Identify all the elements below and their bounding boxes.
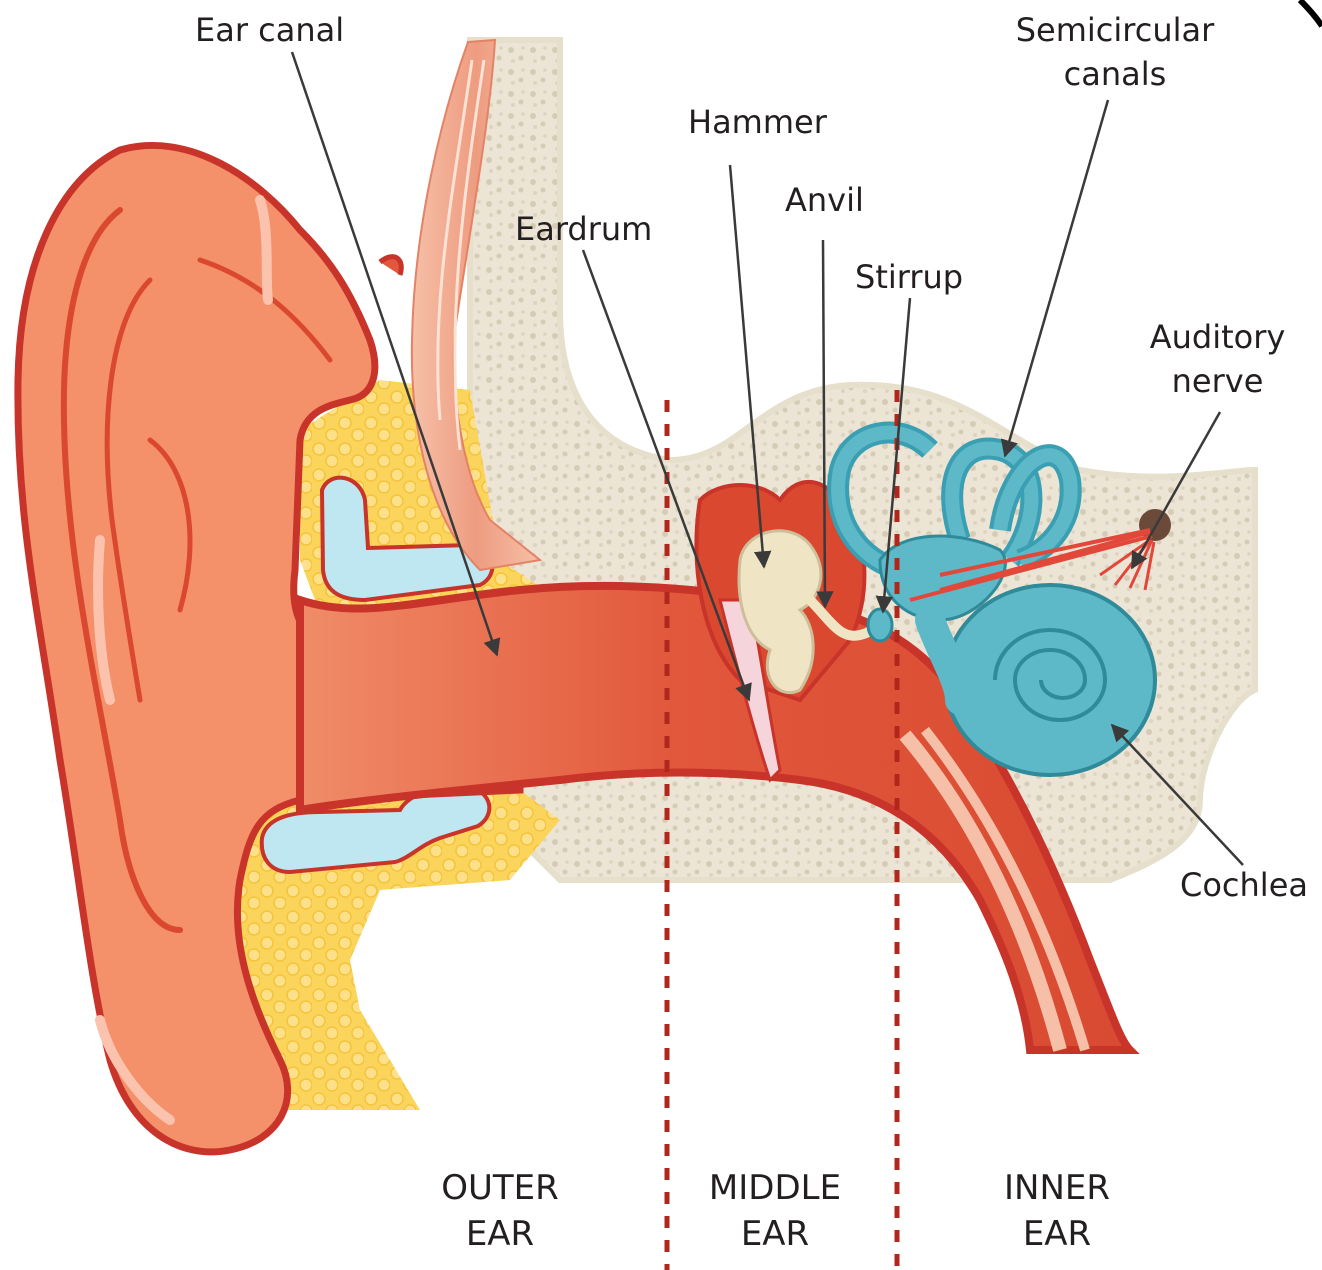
label-semicircular-canals: Semicircular canals [1010,8,1220,96]
label-hammer: Hammer [688,100,827,144]
zone-inner-ear: INNER EAR [977,1165,1137,1257]
corner-mark [1300,0,1322,26]
label-auditory-nerve-line1: Auditory [1135,315,1300,359]
zone-outer-ear: OUTER EAR [420,1165,580,1257]
zone-middle-ear: MIDDLE EAR [695,1165,855,1257]
zone-middle-ear-line1: MIDDLE [695,1165,855,1211]
label-ear-canal: Ear canal [195,8,344,52]
label-semicircular-canals-line2: canals [1010,52,1220,96]
label-auditory-nerve: Auditory nerve [1135,315,1300,403]
leader-semicircular-canals [1005,100,1108,456]
zone-outer-ear-line1: OUTER [420,1165,580,1211]
zone-middle-ear-line2: EAR [695,1211,855,1257]
zone-outer-ear-line2: EAR [420,1211,580,1257]
label-cochlea: Cochlea [1180,863,1308,907]
zone-inner-ear-line2: EAR [977,1211,1137,1257]
label-eardrum: Eardrum [515,207,652,251]
label-auditory-nerve-line2: nerve [1135,359,1300,403]
label-semicircular-canals-line1: Semicircular [1010,8,1220,52]
zone-inner-ear-line1: INNER [977,1165,1137,1211]
label-anvil: Anvil [785,178,864,222]
label-stirrup: Stirrup [855,255,963,299]
